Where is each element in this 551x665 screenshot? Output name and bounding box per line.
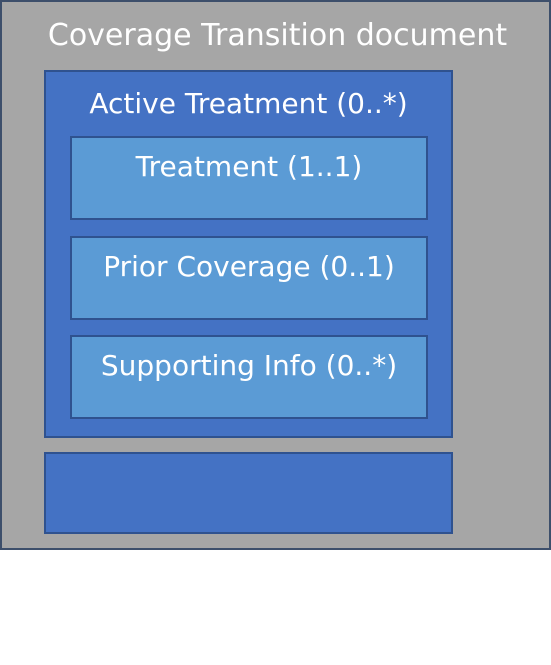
active-treatment-box: Active Treatment (0..*) Treatment (1..1)… [44,70,453,438]
prior-coverage-label: Prior Coverage (0..1) [103,250,395,283]
other-info-box: Other Info (0..*) [44,452,453,581]
treatment-box: Treatment (1..1) [70,136,428,220]
document-title: Coverage Transition document [47,18,508,53]
coverage-transition-document: Coverage Transition document Active Trea… [0,0,551,550]
other-info-label: Other Info (0..*) [133,548,364,581]
prior-coverage-box: Prior Coverage (0..1) [70,236,428,320]
treatment-label: Treatment (1..1) [135,150,363,183]
supporting-info-box: Supporting Info (0..*) [70,335,428,419]
active-treatment-title: Active Treatment (0..*) [89,87,408,120]
supporting-info-label: Supporting Info (0..*) [100,349,398,382]
